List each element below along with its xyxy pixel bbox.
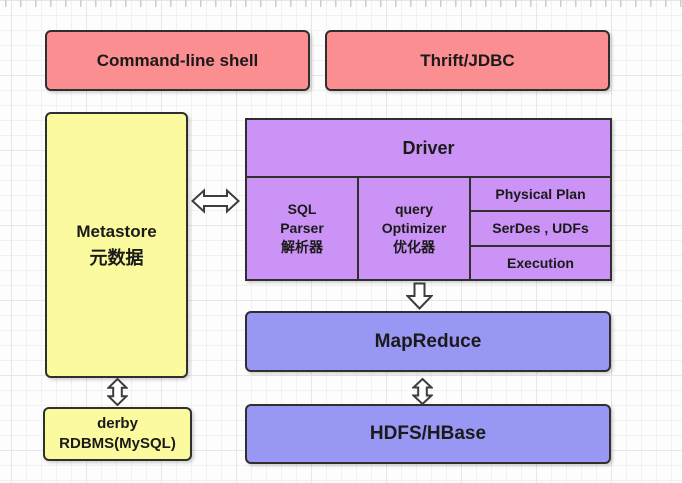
node-label: derby [97,415,138,432]
node-label: 元数据 [89,248,144,268]
node-thrift-jdbc[interactable]: Thrift/JDBC [325,30,610,91]
node-query-optimizer[interactable]: query Optimizer 优化器 [359,178,471,279]
driver-title: Driver [247,120,610,178]
node-hdfs-hbase[interactable]: HDFS/HBase [245,404,611,464]
node-label: Thrift/JDBC [420,50,515,70]
node-label: Execution [507,254,574,271]
node-label: Optimizer [381,220,447,236]
node-physical-plan[interactable]: Physical Plan [471,178,610,213]
metastore-driver-arrow-icon[interactable] [191,188,240,214]
node-command-line-shell[interactable]: Command-line shell [45,30,310,91]
node-label: HDFS/HBase [369,423,487,444]
node-driver[interactable]: Driver SQL Parser 解析器 query Optimizer 优化… [245,118,612,281]
node-label: 解析器 [281,239,323,255]
node-execution[interactable]: Execution [471,247,610,279]
node-sql-parser[interactable]: SQL Parser 解析器 [247,178,359,279]
node-label: SerDes , UDFs [492,220,589,237]
driver-mapreduce-arrow-icon[interactable] [406,282,433,310]
node-label: 优化器 [393,239,435,255]
grid-ticks [0,0,682,7]
node-serdes-udfs[interactable]: SerDes , UDFs [471,212,610,247]
node-label: Metastore [76,222,157,241]
node-label: Command-line shell [96,50,259,70]
node-label: Parser [280,220,324,236]
node-mapreduce[interactable]: MapReduce [245,311,611,372]
metastore-derby-arrow-icon[interactable] [107,378,128,406]
mapreduce-hdfs-arrow-icon[interactable] [412,378,433,405]
node-derby-rdbms[interactable]: derby RDBMS(MySQL) [43,407,192,461]
node-label: query [394,201,434,217]
node-label: SQL [287,201,317,217]
driver-right-column: Physical Plan SerDes , UDFs Execution [471,178,610,279]
driver-body: SQL Parser 解析器 query Optimizer 优化器 Physi… [247,178,610,279]
node-label: Physical Plan [495,186,586,203]
node-label: MapReduce [374,330,482,352]
node-label: RDBMS(MySQL) [59,435,176,452]
node-metastore[interactable]: Metastore 元数据 [45,112,188,378]
